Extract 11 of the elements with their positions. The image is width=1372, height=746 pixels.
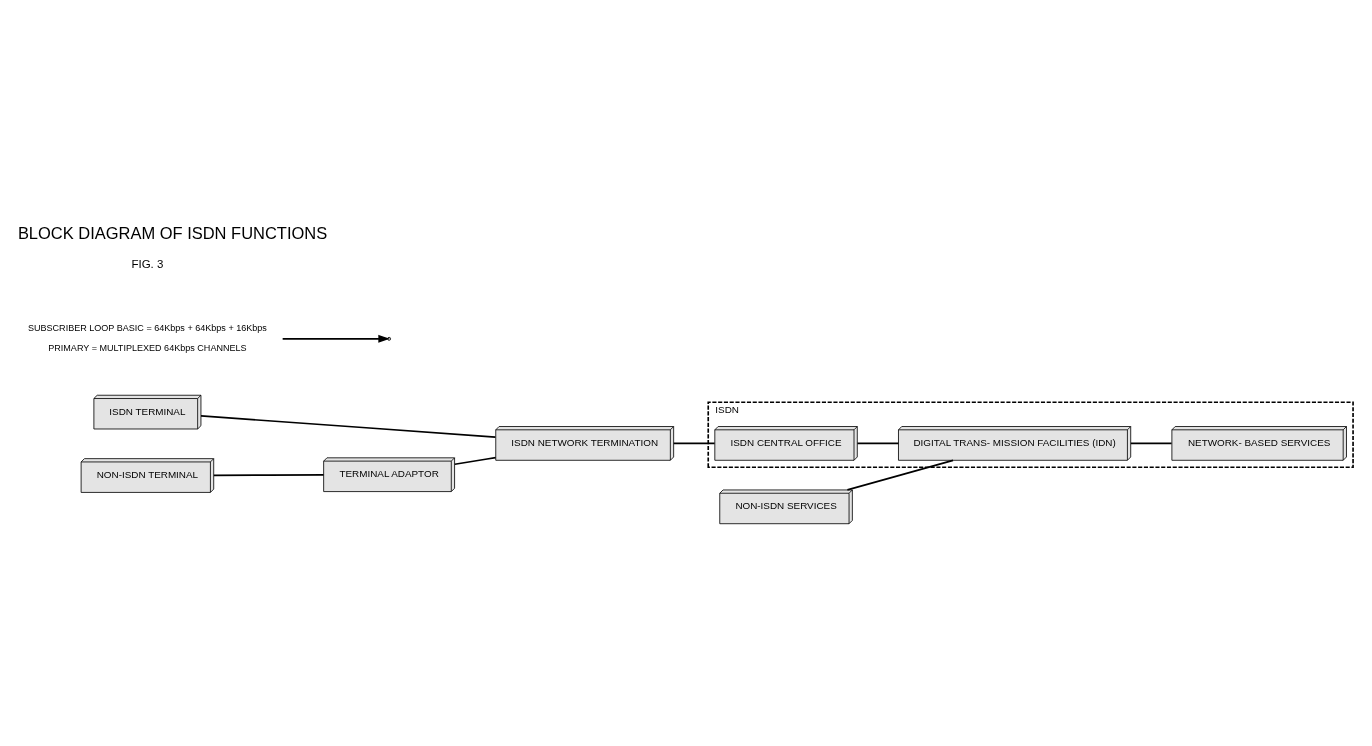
diagram-title: BLOCK DIAGRAM OF ISDN FUNCTIONS	[17, 223, 328, 242]
label: FIG. 3	[131, 257, 164, 270]
connector	[213, 474, 325, 477]
connector	[846, 459, 954, 491]
arrow	[281, 334, 390, 343]
connector	[1130, 442, 1173, 445]
node-text: SUBSCRIBER LOOP BASIC = 64Kbps + 64Kbps + 16Kbps PRIMARY = MULTIPLEXED 64Kbps CHANNELS	[27, 322, 267, 354]
connector	[672, 442, 716, 445]
connector	[200, 415, 497, 438]
connector	[856, 442, 900, 445]
connector	[453, 456, 497, 466]
